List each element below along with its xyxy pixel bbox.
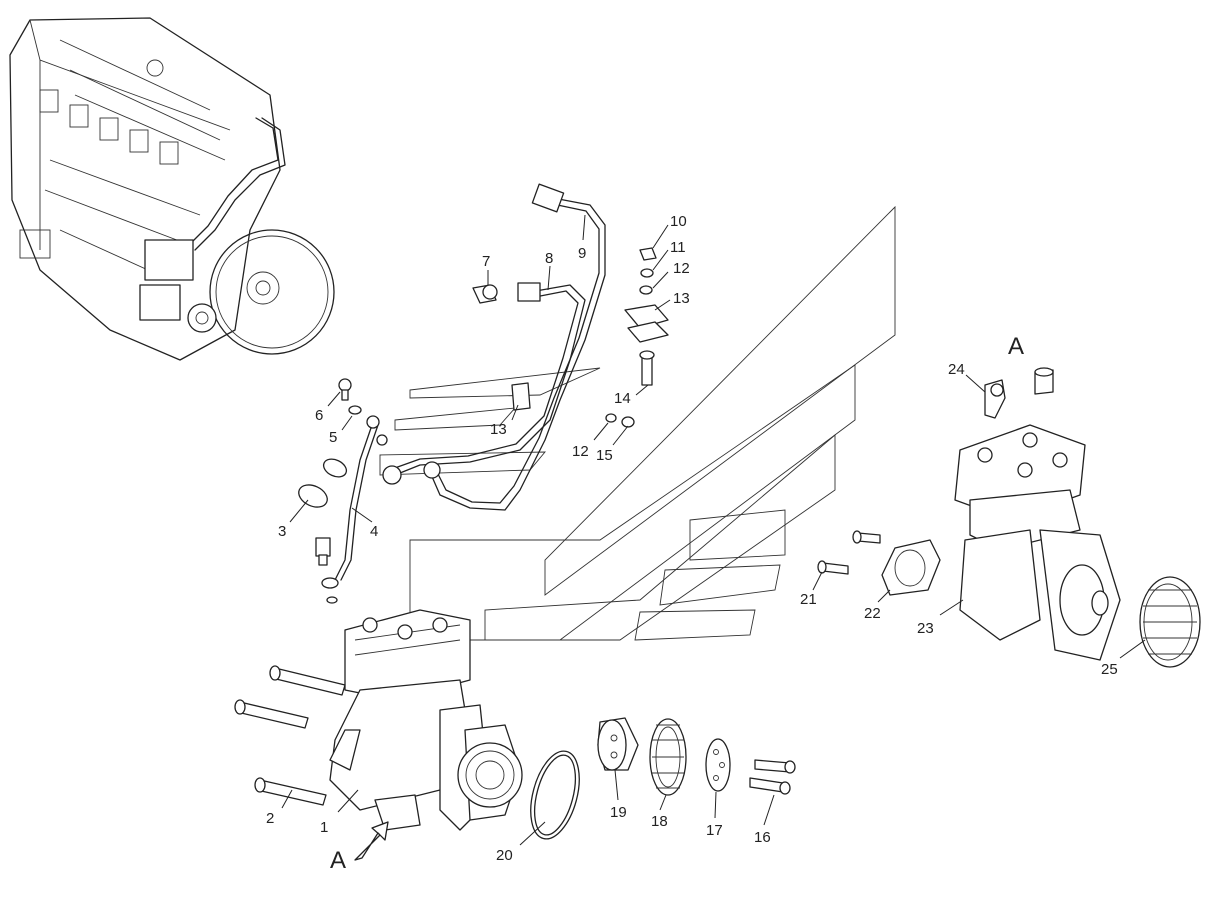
fitting-7 bbox=[472, 284, 498, 304]
banjo-bolt bbox=[315, 537, 331, 566]
washer-12-lower bbox=[605, 413, 617, 423]
view-a-arrow-label: A bbox=[330, 847, 346, 874]
clamp-13-upper bbox=[624, 304, 669, 343]
clamp-3 bbox=[298, 458, 348, 508]
callout-7: 7 bbox=[482, 253, 490, 270]
nut-10 bbox=[639, 247, 657, 261]
callout-23: 23 bbox=[917, 620, 934, 637]
callout-19: 19 bbox=[610, 804, 627, 821]
hub-19 bbox=[597, 717, 639, 771]
bolts-16 bbox=[749, 759, 796, 795]
callout-8: 8 bbox=[545, 250, 553, 267]
pipe-9 bbox=[429, 183, 606, 511]
bolt-14 bbox=[639, 350, 655, 386]
callout-11: 11 bbox=[670, 239, 686, 256]
pipe-8 bbox=[382, 282, 586, 485]
callout-12b: 12 bbox=[572, 443, 589, 460]
washer-12-upper bbox=[639, 285, 653, 295]
pipe-routing-guide-ribbons bbox=[379, 205, 896, 641]
flange-22 bbox=[881, 539, 941, 596]
engine-overview bbox=[9, 17, 335, 361]
callout-14: 14 bbox=[614, 390, 631, 407]
fitting-24 bbox=[984, 367, 1054, 419]
callout-6: 6 bbox=[315, 407, 323, 424]
view-a-title: A bbox=[1008, 333, 1024, 360]
gear-18 bbox=[649, 718, 687, 796]
callout-15: 15 bbox=[596, 447, 613, 464]
compressor-23 bbox=[954, 424, 1121, 661]
callout-21: 21 bbox=[800, 591, 817, 608]
callout-5: 5 bbox=[329, 429, 337, 446]
oil-line-4 bbox=[321, 415, 388, 604]
callout-1: 1 bbox=[320, 819, 328, 836]
plate-17 bbox=[705, 738, 731, 792]
callout-16: 16 bbox=[754, 829, 771, 846]
callout-12a: 12 bbox=[673, 260, 690, 277]
callout-18: 18 bbox=[651, 813, 668, 830]
washer-11 bbox=[640, 268, 654, 278]
callout-2: 2 bbox=[266, 810, 274, 827]
callout-4: 4 bbox=[370, 523, 378, 540]
compressor-1 bbox=[329, 609, 523, 831]
view-a-arrow bbox=[354, 821, 389, 861]
washer-5 bbox=[348, 405, 362, 415]
callout-20: 20 bbox=[496, 847, 513, 864]
o-ring-20 bbox=[530, 750, 580, 840]
leader-lines bbox=[281, 214, 1146, 846]
clamp-13-lower bbox=[511, 382, 531, 411]
callout-24: 24 bbox=[948, 361, 965, 378]
callout-labels: 1 2 3 4 5 6 7 8 9 10 11 12 13 13 14 12 1… bbox=[266, 213, 1118, 874]
gear-25 bbox=[1139, 576, 1201, 668]
callout-13b: 13 bbox=[490, 421, 507, 438]
callout-9: 9 bbox=[578, 245, 586, 262]
callout-10: 10 bbox=[670, 213, 687, 230]
washer-15 bbox=[621, 416, 635, 428]
bolt-2-set bbox=[234, 665, 346, 806]
callout-3: 3 bbox=[278, 523, 286, 540]
callout-17: 17 bbox=[706, 822, 723, 839]
callout-13a: 13 bbox=[673, 290, 690, 307]
screw-6 bbox=[338, 378, 352, 401]
callout-22: 22 bbox=[864, 605, 881, 622]
callout-25: 25 bbox=[1101, 661, 1118, 678]
screws-21 bbox=[817, 530, 881, 575]
